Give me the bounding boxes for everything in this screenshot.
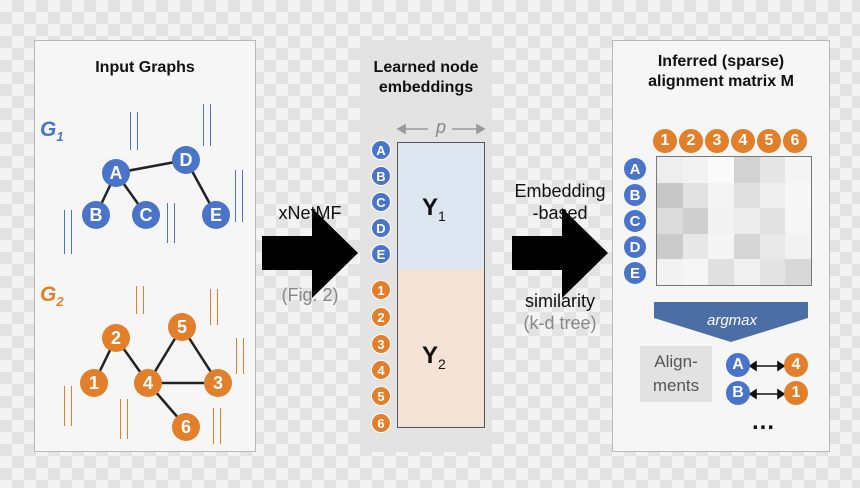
argmax-arrow: [654, 302, 808, 342]
xnetmf-label: xNetMF: [278, 203, 342, 223]
graph2-node-1: 1: [80, 369, 108, 397]
y2-label: Y2: [422, 342, 446, 372]
matrix-row-label-d: D: [624, 236, 646, 258]
embedding-matrix: [397, 142, 485, 428]
alignment-matrix: [656, 156, 812, 286]
row-label-3: 3: [371, 334, 391, 354]
kd-tree-label: (k-d tree): [523, 313, 597, 333]
alignments-label: Align- ments: [652, 352, 700, 395]
vector-icon: [136, 286, 144, 314]
graph1-node-d: D: [172, 146, 200, 174]
xnetmf-figure-ref: (Fig. 2): [281, 285, 339, 305]
alignment-2-to: 1: [784, 381, 808, 405]
vector-icon: [64, 386, 72, 426]
row-label-4: 4: [371, 360, 391, 380]
vector-icon: [210, 289, 218, 325]
matrix-row-label-b: B: [624, 184, 646, 206]
row-label-e: E: [371, 244, 391, 264]
vector-icon: [120, 399, 128, 439]
input-graphs-title: Input Graphs: [95, 59, 195, 76]
row-label-b: B: [371, 166, 391, 186]
alignment-2-from: B: [726, 381, 750, 405]
similarity-label: Embedding -based: [514, 181, 606, 223]
vector-icon: [235, 170, 243, 222]
graph1-label: G1: [40, 118, 64, 145]
graph2-node-5: 5: [168, 313, 196, 341]
graph1-node-e: E: [202, 201, 230, 229]
alignment-1-from: A: [726, 353, 750, 377]
vector-icon: [236, 338, 244, 374]
col-label-6: 6: [783, 129, 807, 153]
col-label-4: 4: [731, 129, 755, 153]
graph2-node-4: 4: [134, 369, 162, 397]
similarity-label-2: similarity: [525, 291, 595, 311]
matrix-row-label-c: C: [624, 210, 646, 232]
row-label-d: D: [371, 218, 391, 238]
graph2-node-2: 2: [102, 324, 130, 352]
matrix-row-label-e: E: [624, 262, 646, 284]
graph2-node-6: 6: [172, 413, 200, 441]
vector-icon: [64, 210, 72, 254]
col-label-2: 2: [679, 129, 703, 153]
graph2-node-3: 3: [204, 369, 232, 397]
vector-icon: [130, 112, 138, 150]
graph1-node-c: C: [132, 201, 160, 229]
col-label-5: 5: [757, 129, 781, 153]
xnetmf-arrow: [262, 208, 358, 298]
ellipsis: ...: [752, 408, 776, 435]
vector-icon: [203, 104, 211, 146]
row-label-6: 6: [371, 413, 391, 433]
embedding-block-y1: [398, 143, 484, 269]
row-label-a: A: [371, 140, 391, 160]
graph1-node-b: B: [82, 201, 110, 229]
row-label-2: 2: [371, 307, 391, 327]
graph2-label: G2: [40, 283, 64, 310]
alignment-1-to: 4: [784, 353, 808, 377]
alignments-box: [640, 346, 712, 402]
alignment-title: Inferred (sparse) alignment matrix M: [648, 53, 794, 90]
y1-label: Y1: [422, 194, 446, 224]
row-label-5: 5: [371, 386, 391, 406]
col-label-1: 1: [653, 129, 677, 153]
row-label-1: 1: [371, 280, 391, 300]
embedding-block-y2: [398, 269, 484, 426]
matrix-row-label-a: A: [624, 158, 646, 180]
row-label-c: C: [371, 192, 391, 212]
dimension-label: p: [435, 117, 446, 137]
embeddings-title: Learned node embeddings: [373, 59, 479, 96]
col-label-3: 3: [705, 129, 729, 153]
similarity-arrow: [512, 208, 608, 298]
vector-icon: [167, 203, 175, 243]
argmax-label: argmax: [706, 312, 758, 329]
graph1-node-a: A: [102, 159, 130, 187]
vector-icon: [213, 408, 221, 444]
